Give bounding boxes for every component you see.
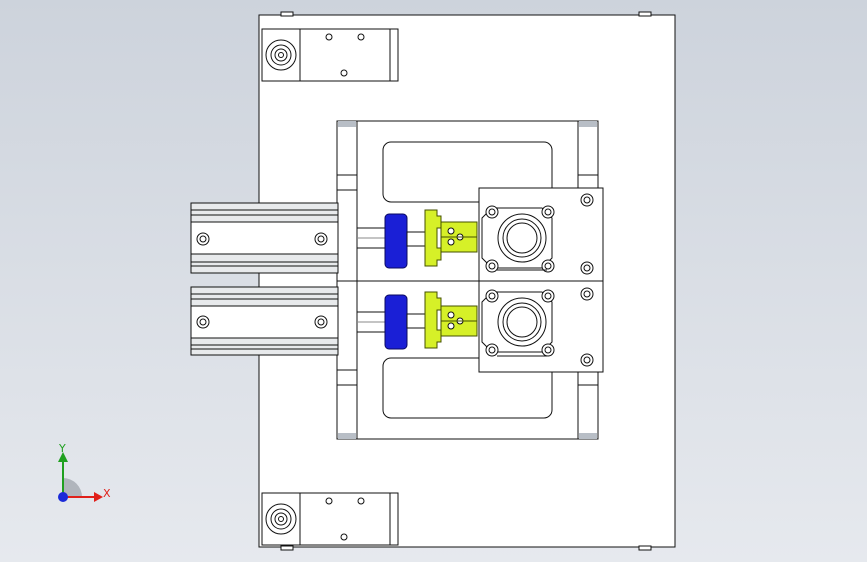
linear-rail-lower[interactable] (190, 286, 339, 356)
drive-unit-lower[interactable] (356, 291, 478, 350)
z-axis-dot (58, 492, 68, 502)
handwheel-lower[interactable] (384, 294, 408, 350)
coupling-lower[interactable] (424, 291, 442, 349)
y-axis-arrow-head (58, 452, 68, 462)
y-axis-label: Y (59, 442, 66, 455)
top-bracket[interactable] (261, 28, 399, 82)
drive-unit-upper[interactable] (356, 209, 478, 269)
x-axis-label: X (103, 487, 111, 500)
reference-triad (58, 452, 103, 502)
gearbox-housing[interactable] (478, 187, 604, 373)
center-frame[interactable] (336, 120, 599, 440)
bottom-bracket[interactable] (261, 492, 399, 546)
handwheel-upper[interactable] (384, 213, 408, 269)
coupling-upper[interactable] (424, 209, 442, 267)
linear-rail-upper[interactable] (190, 202, 339, 274)
x-axis-arrow-head (94, 492, 103, 502)
